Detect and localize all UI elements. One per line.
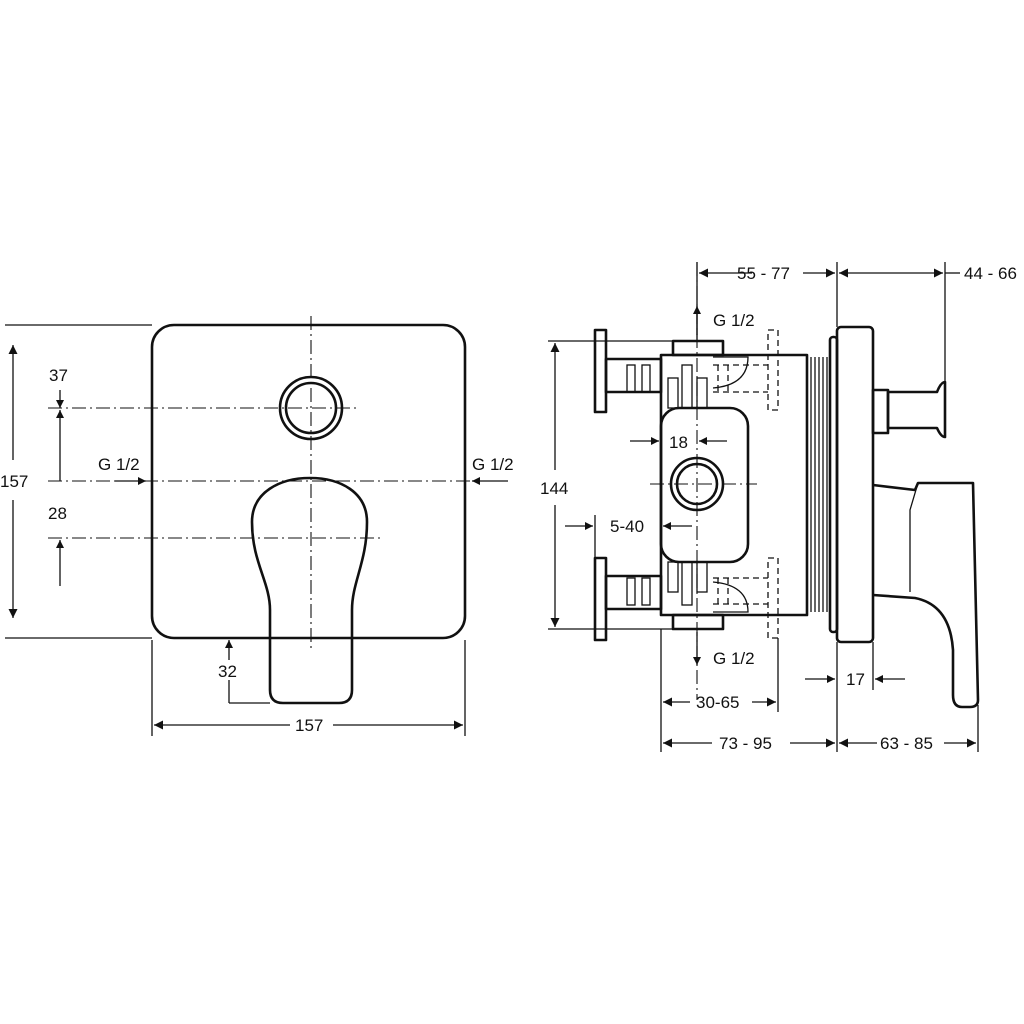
side-view: 55 - 77 44 - 66 G 1/2 G 1/2 144 18 5-40 … <box>540 262 1017 753</box>
diverter-knob <box>278 375 344 441</box>
mixer-lever-side <box>872 481 980 709</box>
dim-32: 32 <box>218 662 237 681</box>
supply-stop-top <box>593 328 663 414</box>
inlet-left-label: G 1/2 <box>98 455 140 474</box>
front-recess <box>659 406 750 564</box>
dim-30-65: 30-65 <box>696 693 739 712</box>
dim-width-157: 157 <box>295 716 323 735</box>
cover-plate-side <box>835 325 875 644</box>
valve-body <box>659 353 809 617</box>
dim-73-95: 73 - 95 <box>719 734 772 753</box>
dim-63-85: 63 - 85 <box>880 734 933 753</box>
dim-144: 144 <box>540 479 568 498</box>
dim-37: 37 <box>49 366 68 385</box>
dim-28: 28 <box>48 504 67 523</box>
mixer-handle <box>250 476 369 705</box>
outlet-bottom-label: G 1/2 <box>713 649 755 668</box>
outlet-top-label: G 1/2 <box>713 311 755 330</box>
diverter-knob-side <box>871 380 947 439</box>
supply-stop-bottom <box>593 556 663 642</box>
inlet-right-label: G 1/2 <box>472 455 514 474</box>
front-view: 157 37 28 G 1/2 G 1/2 32 157 <box>0 316 514 736</box>
dim-17: 17 <box>846 670 865 689</box>
dim-18: 18 <box>669 433 688 452</box>
outlet-port <box>669 456 725 512</box>
dim-5-40: 5-40 <box>610 517 644 536</box>
dim-55-77: 55 - 77 <box>737 264 790 283</box>
dim-height-157: 157 <box>0 472 28 491</box>
dim-44-66: 44 - 66 <box>964 264 1017 283</box>
